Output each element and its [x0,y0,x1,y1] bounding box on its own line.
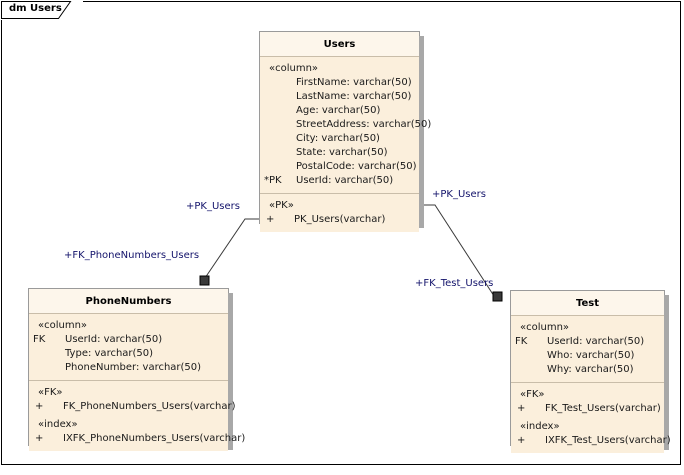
attribute-row-primary-key: *PK UserId: varchar(50) [260,174,417,188]
class-box-users[interactable]: Users «column» FirstName: varchar(50) La… [259,31,432,232]
stereotype-index: «index» [520,421,560,432]
key-tag-fk: FK [33,334,46,345]
connector-label-fk-test-users: +FK_Test_Users [415,278,494,289]
operation-row: + FK_PhoneNumbers_Users(varchar) [29,400,236,414]
compartment-keys-test: «FK» + FK_Test_Users(varchar) «index» + IX… [511,382,671,453]
operation-label: IXFK_Test_Users(varchar) [545,435,671,446]
stereotype-pk: «PK» [269,200,294,211]
class-name-users: Users [260,32,419,57]
tab-outline-icon [1,1,72,19]
attribute-row: Who: varchar(50) [547,350,635,361]
compartment-keys-phonenumbers: «FK» + FK_PhoneNumbers_Users(varchar) «in… [29,380,245,451]
stereotype-fk: «FK» [38,387,63,398]
attribute-row: FirstName: varchar(50) [296,77,412,88]
stereotype-index: «index» [38,419,78,430]
visibility-marker: + [266,214,275,225]
connector-label-pk-users-right: +PK_Users [432,189,486,200]
operation-row: + FK_Test_Users(varchar) [511,402,662,416]
connector-users-phonenumbers [199,218,259,286]
diagram-tab-label: dm Users [9,3,62,14]
compartment-columns-phonenumbers: «column» FK UserId: varchar(50) Type: var… [29,314,228,380]
stereotype-column: «column» [269,63,319,74]
connector-label-fk-phonenumbers-users: +FK_PhoneNumbers_Users [64,250,200,261]
operation-label: PK_Users(varchar) [294,214,386,225]
stereotype-column: «column» [520,322,570,333]
stereotype-fk: «FK» [520,389,545,400]
attribute-label: UserId: varchar(50) [296,175,394,186]
attribute-row-foreign-key: FK UserId: varchar(50) [29,333,226,347]
stereotype-column: «column» [38,320,88,331]
class-box-phonenumbers[interactable]: PhoneNumbers «column» FK UserId: varchar(… [28,288,245,451]
compartment-columns-test: «column» FK UserId: varchar(50) Who: varc… [511,316,664,382]
class-name-phonenumbers: PhoneNumbers [29,289,228,314]
diagram-tab[interactable] [1,1,83,20]
visibility-marker: + [517,403,526,414]
class-box-test[interactable]: Test «column» FK UserId: varchar(50) Who:… [510,290,671,453]
operation-row: + IXFK_PhoneNumbers_Users(varchar) [29,432,245,446]
key-tag-fk: FK [515,336,528,347]
attribute-row: State: varchar(50) [296,147,388,158]
attribute-label: UserId: varchar(50) [547,336,645,347]
operation-label: FK_PhoneNumbers_Users(varchar) [63,401,236,412]
visibility-marker: + [35,401,44,412]
attribute-label: UserId: varchar(50) [65,334,163,345]
attribute-row: LastName: varchar(50) [296,91,412,102]
compartment-columns-users: «column» FirstName: varchar(50) LastName… [260,57,432,193]
key-tag-pk: *PK [264,175,282,186]
attribute-row: Type: varchar(50) [65,348,154,359]
visibility-marker: + [517,435,526,446]
class-name-test: Test [511,291,664,316]
compartment-keys-users: «PK» + PK_Users(varchar) [260,193,419,232]
diagram-canvas[interactable]: +PK_Users +FK_PhoneNumbers_Users +PK_Use… [1,1,681,465]
connector-label-pk-users-left: +PK_Users [186,201,240,212]
attribute-row: StreetAddress: varchar(50) [296,119,432,130]
visibility-marker: + [35,433,44,444]
attribute-row: PhoneNumber: varchar(50) [65,362,202,373]
operation-label: IXFK_PhoneNumbers_Users(varchar) [63,433,246,444]
attribute-row-foreign-key: FK UserId: varchar(50) [511,335,662,349]
operation-row: + IXFK_Test_Users(varchar) [511,434,671,448]
operation-label: FK_Test_Users(varchar) [545,403,661,414]
attribute-row: Age: varchar(50) [296,105,381,116]
attribute-row: City: varchar(50) [296,133,380,144]
attribute-row: PostalCode: varchar(50) [296,161,417,172]
attribute-row: Why: varchar(50) [547,364,634,375]
operation-row: + PK_Users(varchar) [260,213,417,227]
